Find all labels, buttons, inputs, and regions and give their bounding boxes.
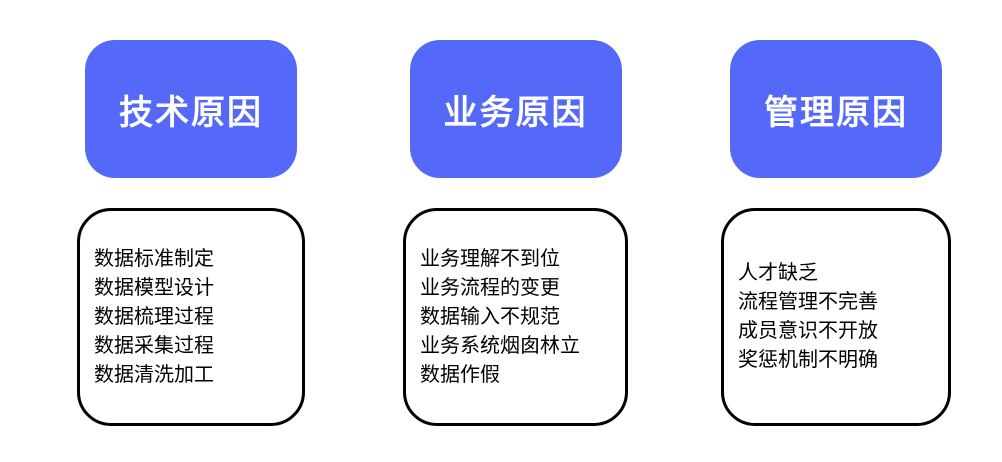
list-box-management: 人才缺乏 流程管理不完善 成员意识不开放 奖惩机制不明确 — [721, 208, 951, 426]
header-box-technical: 技术原因 — [85, 40, 297, 178]
list-item: 奖惩机制不明确 — [738, 349, 878, 371]
header-title-business: 业务原因 — [443, 93, 588, 132]
list-item: 数据标准制定 — [94, 247, 214, 270]
column-business-causes: 业务原因 业务理解不到位 业务流程的变更 数据输入不规范 业务系统烟囱林立 数据… — [403, 40, 628, 426]
list-box-technical: 数据标准制定 数据模型设计 数据梳理过程 数据采集过程 数据清洗加工 — [77, 208, 305, 426]
list-item: 数据模型设计 — [94, 276, 214, 299]
column-management-causes: 管理原因 人才缺乏 流程管理不完善 成员意识不开放 奖惩机制不明确 — [721, 40, 951, 426]
list-box-business: 业务理解不到位 业务流程的变更 数据输入不规范 业务系统烟囱林立 数据作假 — [403, 208, 628, 426]
list-item: 成员意识不开放 — [738, 320, 878, 342]
header-title-technical: 技术原因 — [119, 93, 263, 132]
list-item: 业务系统烟囱林立 — [420, 334, 580, 357]
header-box-business: 业务原因 — [409, 40, 622, 178]
list-item: 数据清洗加工 — [94, 363, 214, 386]
list-item: 业务流程的变更 — [420, 276, 560, 299]
header-title-management: 管理原因 — [764, 93, 908, 132]
list-item: 数据梳理过程 — [94, 305, 214, 328]
list-item: 数据输入不规范 — [420, 305, 560, 328]
list-item: 流程管理不完善 — [738, 291, 878, 313]
list-item: 业务理解不到位 — [420, 247, 560, 270]
list-item: 数据作假 — [420, 363, 500, 386]
column-technical-causes: 技术原因 数据标准制定 数据模型设计 数据梳理过程 数据采集过程 数据清洗加工 — [77, 40, 305, 426]
list-item: 人才缺乏 — [738, 262, 818, 284]
list-item: 数据采集过程 — [94, 334, 214, 357]
header-box-management: 管理原因 — [730, 40, 942, 178]
